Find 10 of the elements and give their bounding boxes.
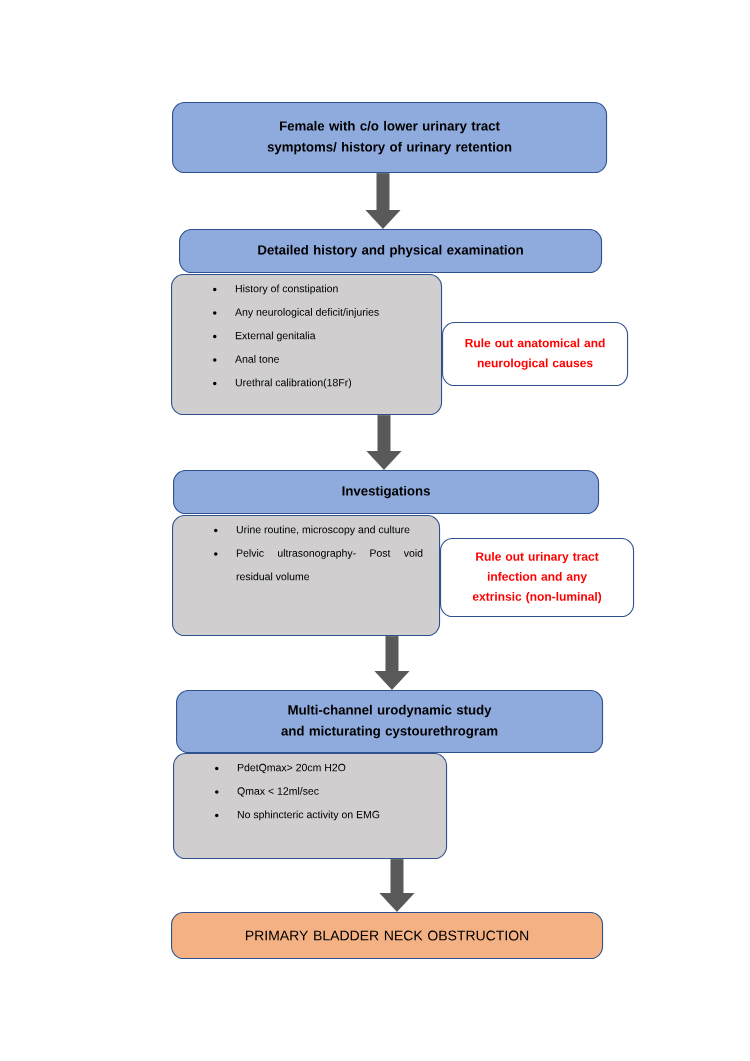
process-box: Investigations	[173, 470, 600, 515]
checklist-box: Urine routine, microscopy and culture Pelvic ultrasonography- Post void residual volume	[172, 515, 441, 637]
outcome-box: PRIMARY BLADDER NECK OBSTRUCTION	[171, 912, 604, 960]
note-box: Rule out urinary tract infection and any extrinsic (non-luminal)	[440, 538, 635, 618]
process-box: Detailed history and physical examination	[179, 229, 603, 274]
checklist-box: History of constipation Any neurological deficit/injuries External genitalia Anal tone Urethral calibration(18Fr)	[171, 274, 443, 416]
note-box: Rule out anatomical and neurological causes	[442, 322, 629, 387]
process-box: Female with c/o lower urinary tract symptoms/ history of urinary retention	[172, 102, 608, 174]
process-box: Multi-channel urodynamic study and micturating cystourethrogram	[176, 690, 604, 754]
checklist-box: PdetQmax> 20cm H2O Qmax < 12ml/sec No sphincteric activity on EMG	[173, 753, 448, 860]
